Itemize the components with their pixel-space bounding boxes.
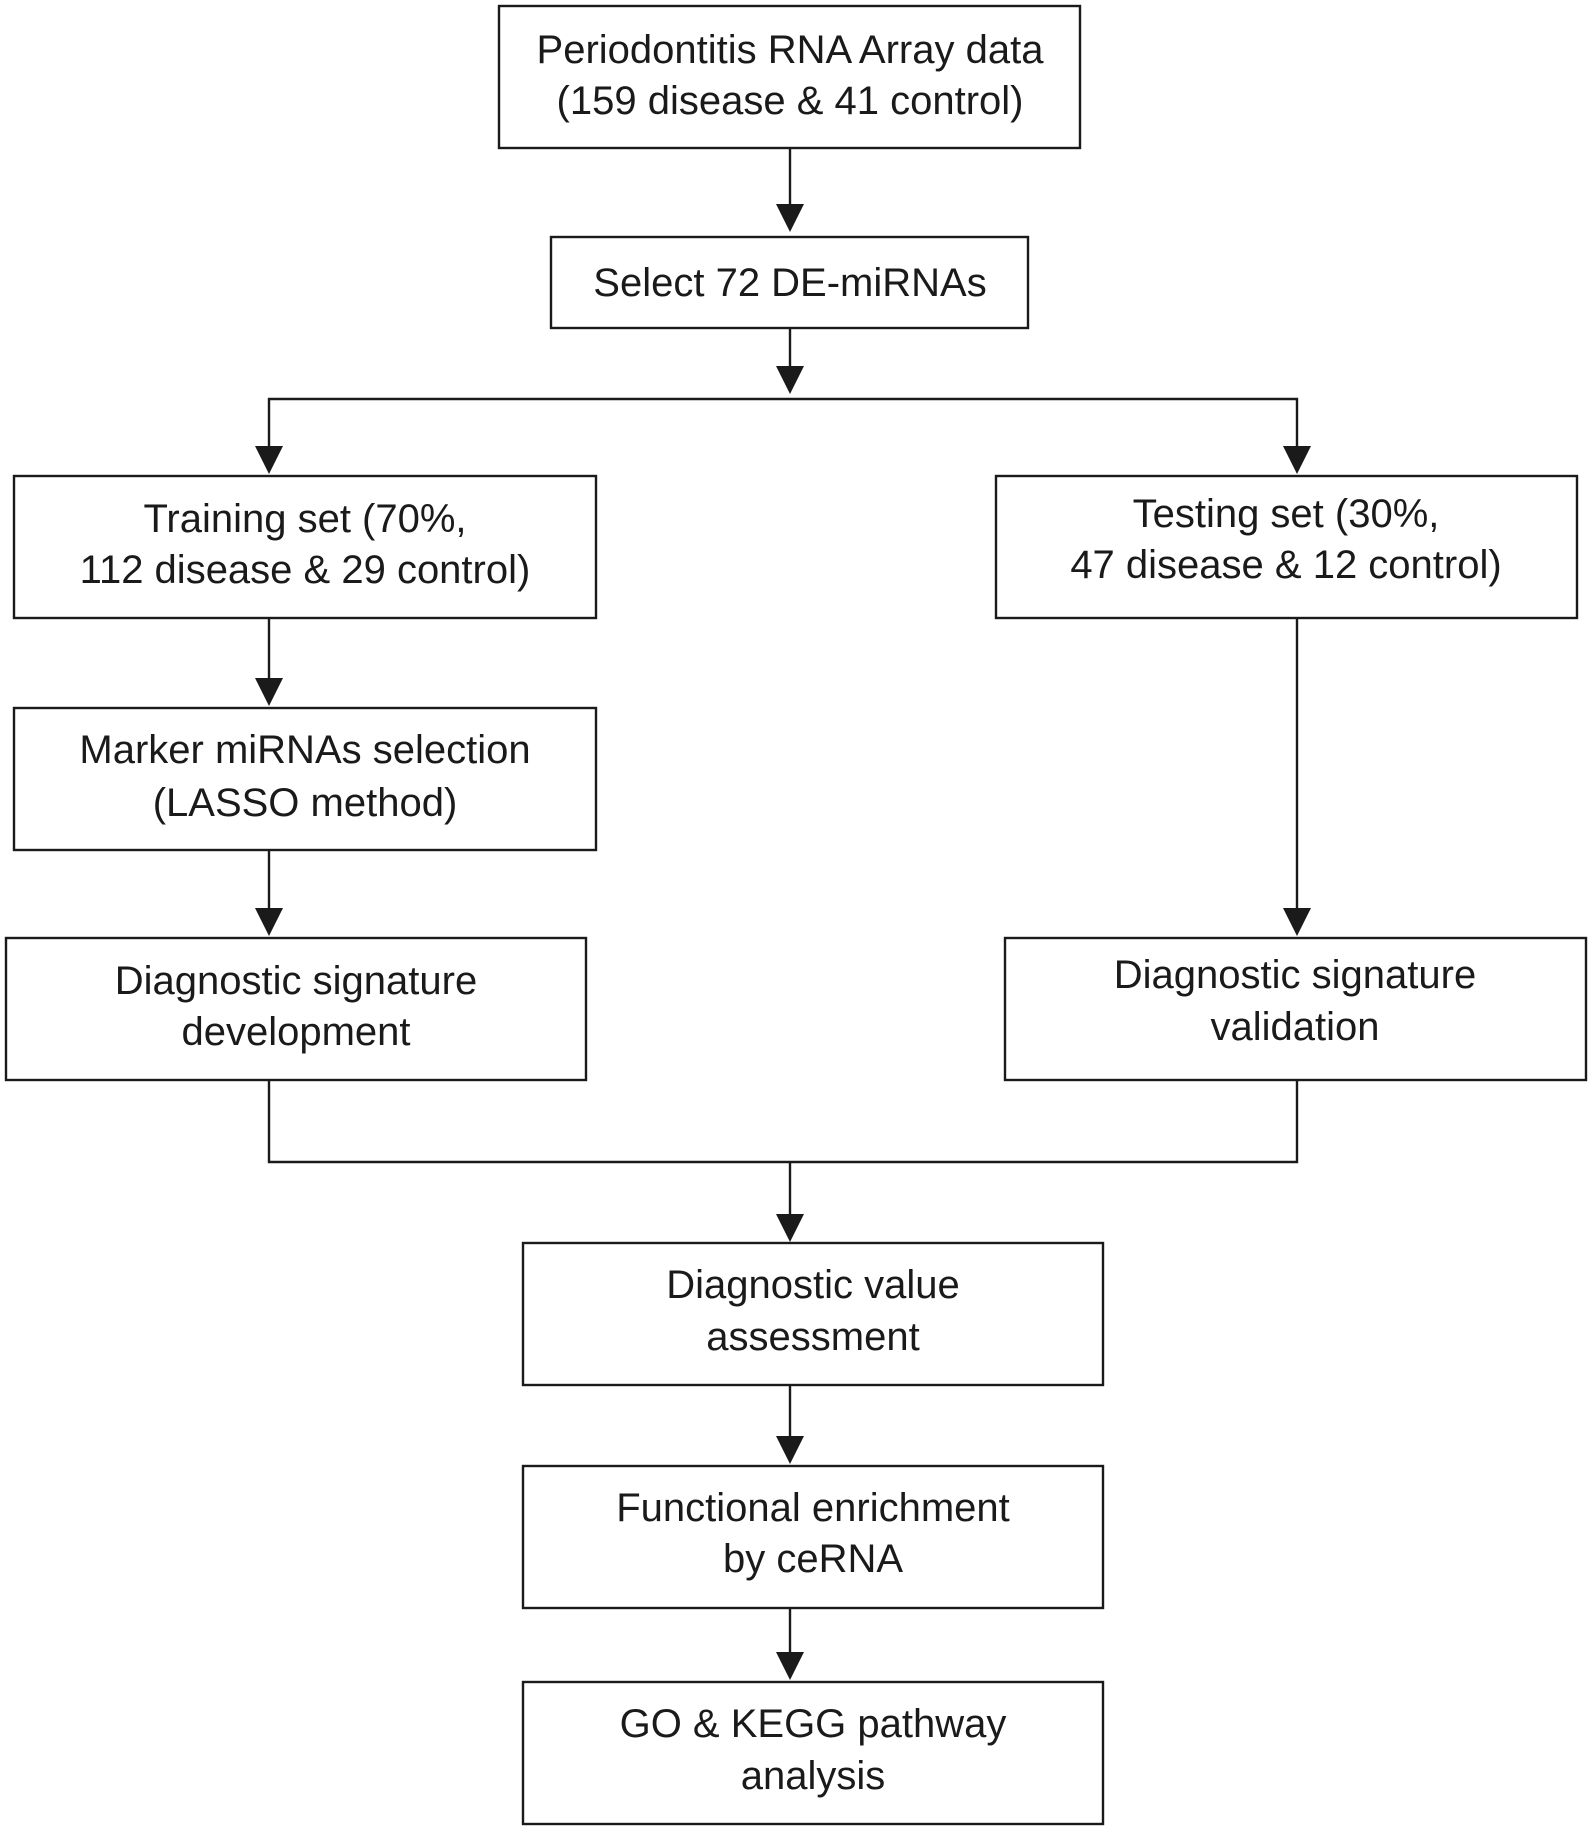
connector-split-bar	[267, 397, 1299, 446]
box-validation-line1: Diagnostic signature	[1114, 953, 1476, 997]
box-assessment-line1: Diagnostic value	[666, 1263, 960, 1307]
arrowhead-validation	[1283, 908, 1311, 936]
box-testing-line1: Testing set (30%,	[1133, 492, 1440, 536]
box-training-line1: Training set (70%,	[143, 497, 466, 541]
arrowhead-pathway	[776, 1652, 804, 1680]
box-pathway-line1: GO & KEGG pathway	[620, 1702, 1007, 1746]
box-select-line1: Select 72 DE-miRNAs	[593, 261, 986, 305]
box-training: Training set (70%, 112 disease & 29 cont…	[12, 474, 598, 620]
box-validation-line2: validation	[1210, 1005, 1379, 1049]
arrowhead-split	[776, 366, 804, 394]
box-training-line2: 112 disease & 29 control)	[80, 548, 531, 592]
arrowhead-testing	[1283, 446, 1311, 474]
box-assessment-line2: assessment	[706, 1315, 919, 1359]
box-enrichment-line2: by ceRNA	[723, 1537, 903, 1581]
arrowhead-training	[255, 446, 283, 474]
arrowhead-development	[255, 908, 283, 936]
box-pathway: GO & KEGG pathway analysis	[521, 1680, 1105, 1826]
box-development-line1: Diagnostic signature	[115, 959, 477, 1003]
arrowhead-enrichment	[776, 1436, 804, 1464]
arrowhead-select	[776, 204, 804, 232]
box-marker-line1: Marker miRNAs selection	[79, 728, 530, 772]
box-assessment: Diagnostic value assessment	[521, 1241, 1105, 1387]
connectors	[255, 148, 1311, 1680]
arrowhead-marker	[255, 678, 283, 706]
box-pathway-line2: analysis	[741, 1754, 886, 1798]
box-select: Select 72 DE-miRNAs	[549, 235, 1030, 330]
box-source-line1: Periodontitis RNA Array data	[537, 28, 1045, 72]
box-testing: Testing set (30%, 47 disease & 12 contro…	[994, 474, 1579, 620]
box-validation: Diagnostic signature validation	[1003, 936, 1588, 1082]
box-marker: Marker miRNAs selection (LASSO method)	[12, 706, 598, 852]
box-marker-line2: (LASSO method)	[153, 781, 458, 825]
connector-merge-bar	[267, 1080, 1299, 1164]
box-development: Diagnostic signature development	[4, 936, 588, 1082]
box-source-line2: (159 disease & 41 control)	[557, 79, 1024, 123]
box-source: Periodontitis RNA Array data (159 diseas…	[497, 4, 1082, 150]
box-enrichment: Functional enrichment by ceRNA	[521, 1464, 1105, 1610]
box-development-line2: development	[181, 1010, 410, 1054]
box-enrichment-line1: Functional enrichment	[616, 1486, 1010, 1530]
box-testing-line2: 47 disease & 12 control)	[1070, 543, 1501, 587]
arrowhead-assessment	[776, 1214, 804, 1242]
